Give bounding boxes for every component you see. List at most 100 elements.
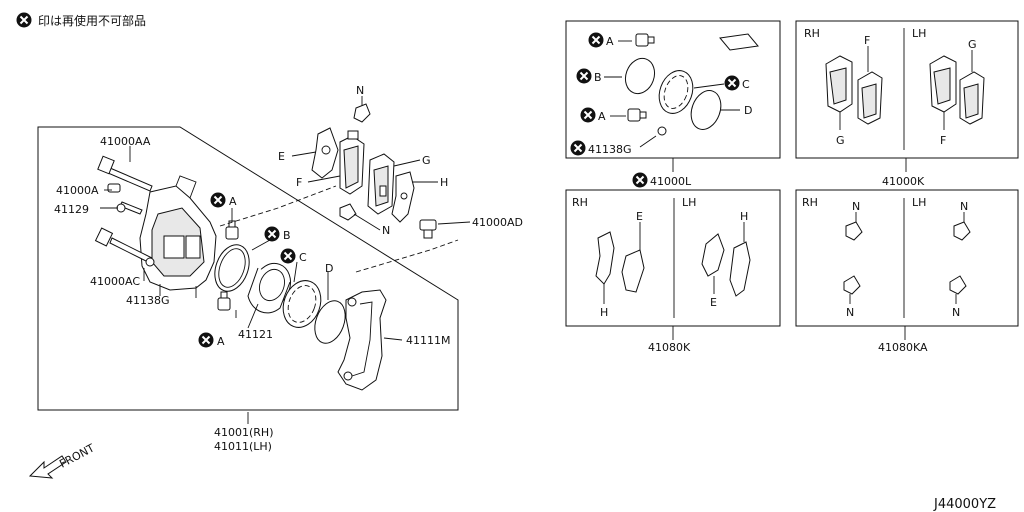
label-h: H (740, 210, 748, 223)
label-a: A (606, 35, 614, 48)
assembly-frame (37, 126, 459, 411)
label-b: B (594, 71, 602, 84)
pad-shim-h (391, 171, 415, 223)
label-b: B (283, 229, 291, 242)
label-41111m: 41111M (406, 334, 450, 347)
non-reusable-legend: 印は再使用不可部品 (15, 11, 146, 29)
pad-f-rh-illustration (857, 71, 883, 125)
label-f: F (864, 34, 870, 47)
non-reusable-mark-icon (587, 31, 605, 49)
label-a-lower: A (217, 335, 225, 348)
piston-seal (214, 244, 250, 292)
label-41000ad: 41000AD (472, 216, 523, 229)
boot-ring (314, 300, 346, 344)
label-n: N (846, 306, 854, 319)
label-a: A (598, 110, 606, 123)
seal-b-illustration (624, 57, 656, 95)
caption-41080ka: 41080KA (878, 341, 928, 354)
front-label: FRONT (57, 441, 97, 470)
boot-c-illustration (658, 70, 694, 114)
label-e: E (278, 150, 285, 163)
clip-n-illustration (949, 275, 967, 295)
assembly-guide-line (355, 239, 459, 273)
label-41000aa: 41000AA (100, 135, 151, 148)
kit-41000k-frame (795, 20, 1019, 159)
front-arrow-icon (28, 455, 67, 479)
label-lh: LH (912, 27, 926, 40)
non-reusable-mark-icon (197, 331, 215, 349)
label-n: N (952, 306, 960, 319)
label-e: E (636, 210, 643, 223)
caliper-housing-illustration (139, 175, 217, 298)
caption-41000l: 41000L (650, 175, 692, 188)
non-reusable-mark-icon (575, 67, 593, 85)
non-reusable-mark-icon (263, 225, 281, 243)
pad-shim-e (311, 127, 339, 179)
label-g: G (968, 38, 977, 51)
pad-g-rh-illustration (825, 55, 853, 113)
caliper-bracket (337, 289, 387, 391)
label-g: G (422, 154, 431, 167)
label-lh: LH (682, 196, 696, 209)
pad-g-lh-illustration (959, 71, 985, 125)
non-reusable-mark-icon (569, 139, 587, 157)
label-d: D (325, 262, 333, 275)
kit-41080k: RH LH E H H E 41080K (565, 189, 781, 354)
label-41121: 41121 (238, 328, 273, 341)
non-reusable-mark-icon (631, 171, 649, 189)
assembly-guide-line (219, 185, 337, 227)
label-41000a: 41000A (56, 184, 99, 197)
label-n-lower: N (382, 224, 390, 237)
bolt-a-illustration (635, 33, 655, 47)
label-f: F (296, 176, 302, 189)
non-reusable-mark-icon (723, 74, 741, 92)
brake-pad-g (367, 153, 395, 215)
label-h: H (440, 176, 448, 189)
kit-41000k: RH LH F G G F 41000K (795, 20, 1019, 188)
label-h: H (600, 306, 608, 319)
non-reusable-mark-icon (209, 191, 227, 209)
bolt-a-upper (225, 220, 239, 240)
label-rh: RH (804, 27, 820, 40)
label-c: C (299, 251, 307, 264)
label-a-upper: A (229, 195, 237, 208)
label-g: G (836, 134, 845, 147)
front-direction-indicator: FRONT (28, 441, 97, 479)
shim-h-rh-illustration (595, 231, 615, 285)
pad-f-lh-illustration (929, 55, 957, 113)
diagram-code: J44000YZ (933, 497, 996, 512)
clip-n-illustration (953, 221, 971, 241)
ring-d-illustration (690, 90, 722, 130)
pad-clip-n-upper (353, 103, 371, 123)
label-f: F (940, 134, 946, 147)
label-e: E (710, 296, 717, 309)
label-41129: 41129 (54, 203, 89, 216)
caption-41000k: 41000K (882, 175, 925, 188)
clip-n-illustration (845, 221, 863, 241)
bolt-41000ad (419, 219, 437, 239)
label-n: N (960, 200, 968, 213)
brake-pad-f (339, 130, 365, 195)
pad-clip-n-lower (339, 203, 357, 221)
non-reusable-mark-icon (579, 106, 597, 124)
bolt-a-lower (217, 291, 231, 311)
label-rh: RH (802, 196, 818, 209)
label-d: D (744, 104, 752, 117)
clip-n-illustration (843, 275, 861, 295)
leader-lines (100, 96, 471, 424)
guide-pin-upper (97, 155, 153, 192)
shim-h-lh-illustration (729, 241, 751, 297)
ring-41138g (145, 257, 155, 267)
label-c: C (742, 78, 750, 91)
piston (247, 262, 292, 314)
label-41000ac: 41000AC (90, 275, 140, 288)
caption-41001-rh: 41001(RH) (214, 426, 274, 439)
label-n-upper: N (356, 84, 364, 97)
ring-41138g-illustration (657, 126, 667, 136)
grease-pack-illustration (719, 33, 759, 51)
caption-41011-lh: 41011(LH) (214, 440, 272, 453)
shim-e-rh-illustration (621, 249, 645, 293)
label-lh: LH (912, 196, 926, 209)
label-41138g: 41138G (588, 143, 632, 156)
